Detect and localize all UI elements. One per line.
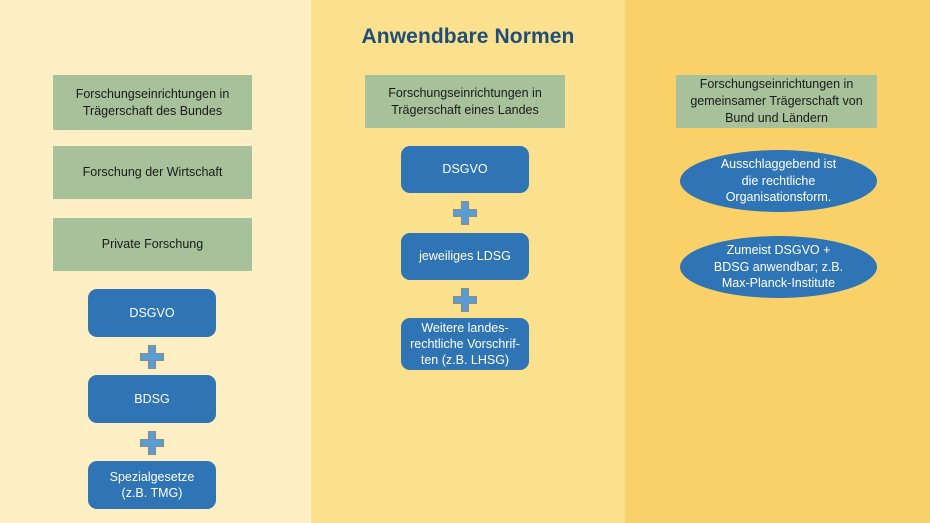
norm-label: DSGVO [129, 305, 175, 320]
note-ellipse-organisationsform: Ausschlaggebend ist die rechtliche Organ… [680, 150, 877, 212]
norm-box-spezialgesetze: Spezialgesetze (z.B. TMG) [88, 461, 216, 509]
norm-box-dsgvo-land: DSGVO [401, 146, 529, 193]
page-title: Anwendbare Normen [361, 25, 575, 48]
note-line: Max-Planck-Institute [721, 276, 836, 291]
note-line: Organisationsform. [725, 190, 832, 205]
category-label: Forschung der Wirtschaft [82, 165, 223, 180]
category-line: gemeinsamer Trägerschaft von [690, 94, 863, 109]
note-line: Zumeist DSGVO + [726, 243, 831, 258]
category-box-bund-und-laender: Forschungseinrichtungen in gemeinsamer T… [676, 75, 877, 128]
category-box-bundes: Forschungseinrichtungen in Trägerschaft … [53, 75, 252, 130]
note-ellipse-max-planck: Zumeist DSGVO + BDSG anwendbar; z.B. Max… [680, 236, 877, 298]
norm-box-ldsg: jeweiliges LDSG [401, 233, 529, 280]
category-line: Trägerschaft eines Landes [391, 102, 539, 117]
plus-icon [452, 287, 478, 313]
category-label: Private Forschung [101, 237, 204, 252]
norm-box-landesrecht: Weitere landes- rechtliche Vorschrif- te… [401, 318, 529, 370]
norm-line: rechtliche Vorschrif- [410, 336, 520, 351]
category-box-land: Forschungseinrichtungen in Trägerschaft … [365, 75, 565, 128]
plus-icon [139, 430, 165, 456]
note-line: BDSG anwendbar; z.B. [713, 259, 844, 274]
category-line: Bund und Ländern [725, 110, 828, 125]
norm-line: (z.B. TMG) [121, 486, 183, 500]
norm-box-dsgvo-bundes: DSGVO [88, 289, 216, 337]
category-box-private: Private Forschung [53, 218, 252, 271]
category-line: Trägerschaft des Bundes [82, 103, 223, 118]
note-line: Ausschlaggebend ist [720, 157, 837, 172]
norm-line: ten (z.B. LHSG) [420, 353, 510, 368]
norm-box-bdsg: BDSG [88, 375, 216, 423]
category-line: Forschungseinrichtungen in [699, 77, 854, 92]
norm-label: jeweiliges LDSG [419, 249, 511, 264]
category-box-wirtschaft: Forschung der Wirtschaft [53, 146, 252, 199]
norm-line: Spezialgesetze [109, 469, 195, 484]
plus-icon [139, 344, 165, 370]
plus-icon [452, 200, 478, 226]
norm-line: Weitere landes- [421, 320, 509, 335]
norm-label: BDSG [134, 391, 170, 406]
norm-label: DSGVO [442, 162, 488, 177]
category-line: Forschungseinrichtungen in [388, 85, 542, 100]
note-line: die rechtliche [741, 173, 816, 188]
category-line: Forschungseinrichtungen in [75, 86, 230, 101]
